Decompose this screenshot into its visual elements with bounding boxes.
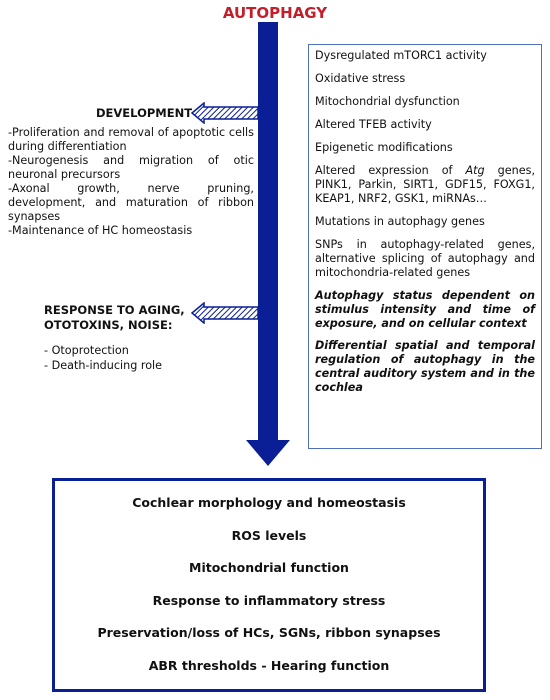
factor-item-atg: Altered expression of Atg genes, PINK1, …	[315, 164, 535, 205]
central-arrow-head	[246, 440, 290, 466]
outcome-item: ROS levels	[231, 527, 307, 543]
response-heading: RESPONSE TO AGING, OTOTOXINS, NOISE:	[44, 303, 185, 333]
factor-item: Altered TFEB activity	[315, 118, 432, 131]
outcomes-box: Cochlear morphology and homeostasis ROS …	[52, 478, 486, 692]
factor-item: Mitochondrial dysfunction	[315, 95, 460, 108]
outcome-item: ABR thresholds - Hearing function	[148, 657, 390, 673]
factor-item: Mutations in autophagy genes	[315, 215, 485, 228]
response-heading-line1: RESPONSE TO AGING,	[44, 303, 185, 317]
list-item: -Neurogenesis and migration of otic neur…	[8, 154, 254, 181]
development-arrow	[190, 102, 260, 124]
factor-note: Differential spatial and temporal regula…	[315, 339, 535, 394]
central-arrow-shaft	[258, 22, 278, 442]
factor-item: Dysregulated mTORC1 activity	[315, 49, 487, 62]
response-heading-line2: OTOTOXINS, NOISE:	[44, 318, 173, 332]
response-arrow	[190, 302, 260, 324]
list-item: - Otoprotection	[44, 344, 129, 357]
development-heading: DEVELOPMENT	[96, 106, 193, 120]
development-list: -Proliferation and removal of apoptotic …	[8, 126, 254, 238]
factor-note: Autophagy status dependent on stimulus i…	[315, 289, 535, 330]
outcome-item: Response to inflammatory stress	[152, 592, 386, 608]
outcome-item: Mitochondrial function	[189, 560, 349, 575]
outcome-item: Cochlear morphology and homeostasis	[132, 495, 406, 510]
list-item: -Proliferation and removal of apoptotic …	[8, 126, 254, 153]
list-item: -Axonal growth, nerve pruning, developme…	[8, 182, 254, 223]
list-item: - Death-inducing role	[44, 359, 163, 372]
outcome-item: Preservation/loss of HCs, SGNs, ribbon s…	[97, 625, 441, 640]
factor-item: Epigenetic modifications	[315, 141, 453, 154]
factor-item: Oxidative stress	[315, 72, 406, 85]
factor-item: SNPs in autophagy-related genes, alterna…	[315, 238, 535, 279]
factors-box: Dysregulated mTORC1 activity Oxidative s…	[308, 44, 542, 449]
response-list: - Otoprotection - Death-inducing role	[44, 343, 244, 373]
list-item: -Maintenance of HC homeostasis	[8, 224, 193, 237]
diagram-title: AUTOPHAGY	[222, 4, 328, 22]
